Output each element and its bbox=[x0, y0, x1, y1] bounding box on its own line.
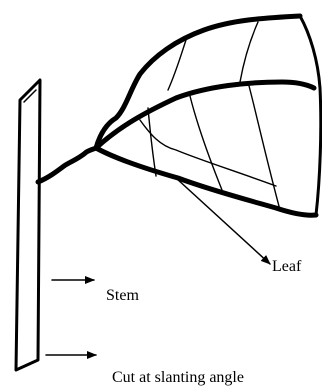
leaf-label: Leaf bbox=[272, 258, 302, 275]
petiole bbox=[38, 148, 96, 182]
stem-label: Stem bbox=[106, 287, 139, 304]
stem bbox=[16, 80, 40, 370]
cut-label: Cut at slanting angle bbox=[112, 369, 244, 386]
leaf-blade bbox=[96, 16, 321, 215]
